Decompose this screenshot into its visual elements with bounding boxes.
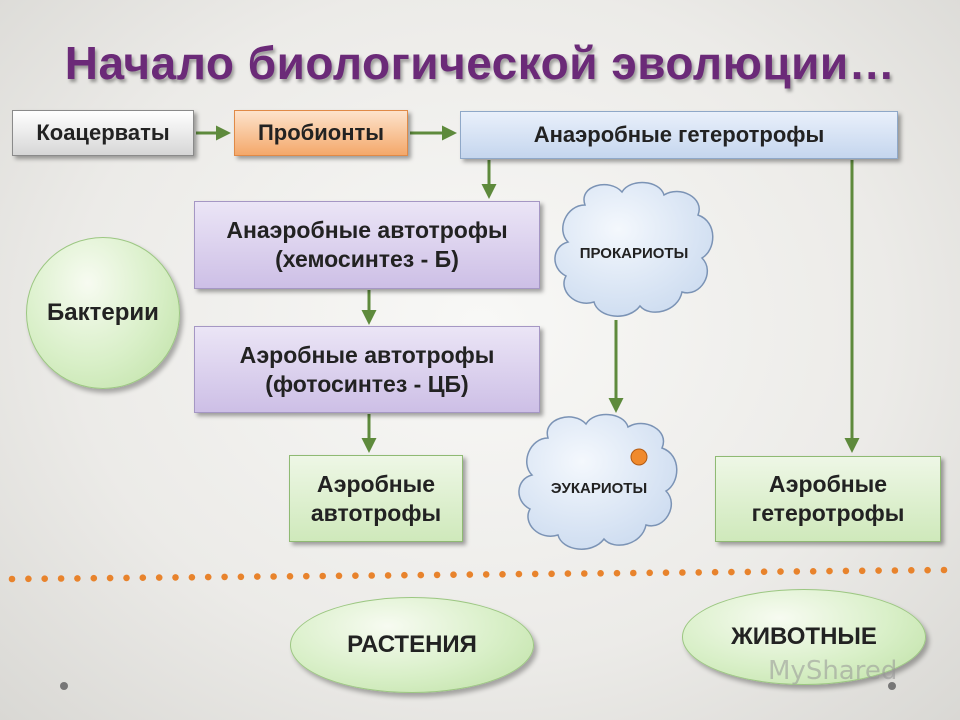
separator-dot xyxy=(515,570,523,578)
node-coacervates: Коацерваты xyxy=(12,110,194,156)
separator-dot xyxy=(8,575,16,583)
separator-dot xyxy=(662,569,670,576)
separator-dot xyxy=(417,571,425,579)
separator-dot xyxy=(123,574,130,582)
separator-dot xyxy=(679,569,686,576)
separator-dot xyxy=(826,567,833,575)
separator-dot xyxy=(319,572,327,580)
nucleus-icon xyxy=(630,448,648,466)
node-aerobic-autotrophs-photosynthesis: Аэробные автотрофы (фотосинтез - ЦБ) xyxy=(194,326,540,413)
separator-dot xyxy=(303,572,310,580)
separator-dot xyxy=(253,573,261,580)
separator-dot xyxy=(760,568,768,575)
separator-dot xyxy=(286,573,294,580)
separator-dot xyxy=(646,569,653,577)
separator-dot xyxy=(74,575,81,582)
node-prokaryotes: ПРОКАРИОТЫ xyxy=(579,245,689,262)
separator-dot xyxy=(728,568,735,576)
separator-dot xyxy=(237,573,245,581)
separator-dot xyxy=(597,570,604,577)
separator-dot xyxy=(433,571,441,579)
separator-dot xyxy=(368,572,376,579)
node-bacteria: Бактерии xyxy=(26,237,180,389)
node-plants: РАСТЕНИЯ xyxy=(290,597,534,693)
separator-dot xyxy=(744,568,752,576)
separator-dot xyxy=(548,570,555,578)
slide-dot-left xyxy=(60,682,68,690)
separator-dot xyxy=(875,567,882,574)
watermark-text: MyShared xyxy=(768,656,898,686)
separator-dot xyxy=(695,569,702,576)
separator-dot xyxy=(155,574,163,581)
separator-dot xyxy=(924,566,931,574)
separator-dot xyxy=(41,575,48,582)
node-probionts: Пробионты xyxy=(234,110,408,156)
separator-dot xyxy=(90,574,98,582)
eukaryotes-cloud xyxy=(518,413,678,550)
separator-dot xyxy=(564,570,572,577)
separator-dot xyxy=(581,570,588,577)
separator-dot xyxy=(401,571,408,579)
separator-dot xyxy=(384,572,392,579)
separator-dot xyxy=(891,567,899,574)
separator-dot xyxy=(613,569,621,577)
separator-dot xyxy=(172,574,179,581)
separator-dot xyxy=(531,570,539,578)
page-title: Начало биологической эволюции… xyxy=(64,37,896,89)
separator-dot xyxy=(188,574,196,581)
separator-dot xyxy=(777,568,784,575)
node-aerobic-heterotrophs: Аэробные гетеротрофы xyxy=(715,456,941,542)
prokaryotes-cloud xyxy=(554,181,714,317)
separator-dot xyxy=(106,574,114,582)
node-anaerobic-heterotrophs: Анаэробные гетеротрофы xyxy=(460,111,898,159)
separator-dot xyxy=(25,575,32,583)
separator-dot xyxy=(352,572,359,579)
separator-dot xyxy=(466,571,474,578)
separator-dot xyxy=(793,568,801,575)
slide-dot-right xyxy=(888,682,896,690)
separator-dot xyxy=(450,571,457,578)
dotted-separator: /* placeholder */ xyxy=(8,566,948,583)
separator-dot xyxy=(482,571,490,578)
separator-dot xyxy=(139,574,147,581)
separator-dot xyxy=(940,566,948,574)
node-eukaryotes: ЭУКАРИОТЫ xyxy=(550,480,648,497)
separator-dot xyxy=(711,568,719,576)
separator-dot xyxy=(842,567,850,575)
separator-dot xyxy=(858,567,866,575)
separator-dot xyxy=(335,572,343,580)
separator-dot xyxy=(270,573,277,580)
node-animals: ЖИВОТНЫЕ xyxy=(682,589,926,685)
separator-dot xyxy=(908,567,915,574)
separator-dot xyxy=(57,575,65,582)
node-anaerobic-autotrophs: Анаэробные автотрофы (хемосинтез - Б) xyxy=(194,201,540,289)
node-aerobic-autotrophs: Аэробные автотрофы xyxy=(289,455,463,542)
separator-dot xyxy=(809,568,817,575)
separator-dot xyxy=(630,569,637,577)
separator-dot xyxy=(221,573,228,581)
separator-dot xyxy=(499,571,506,578)
separator-dot xyxy=(204,573,212,581)
